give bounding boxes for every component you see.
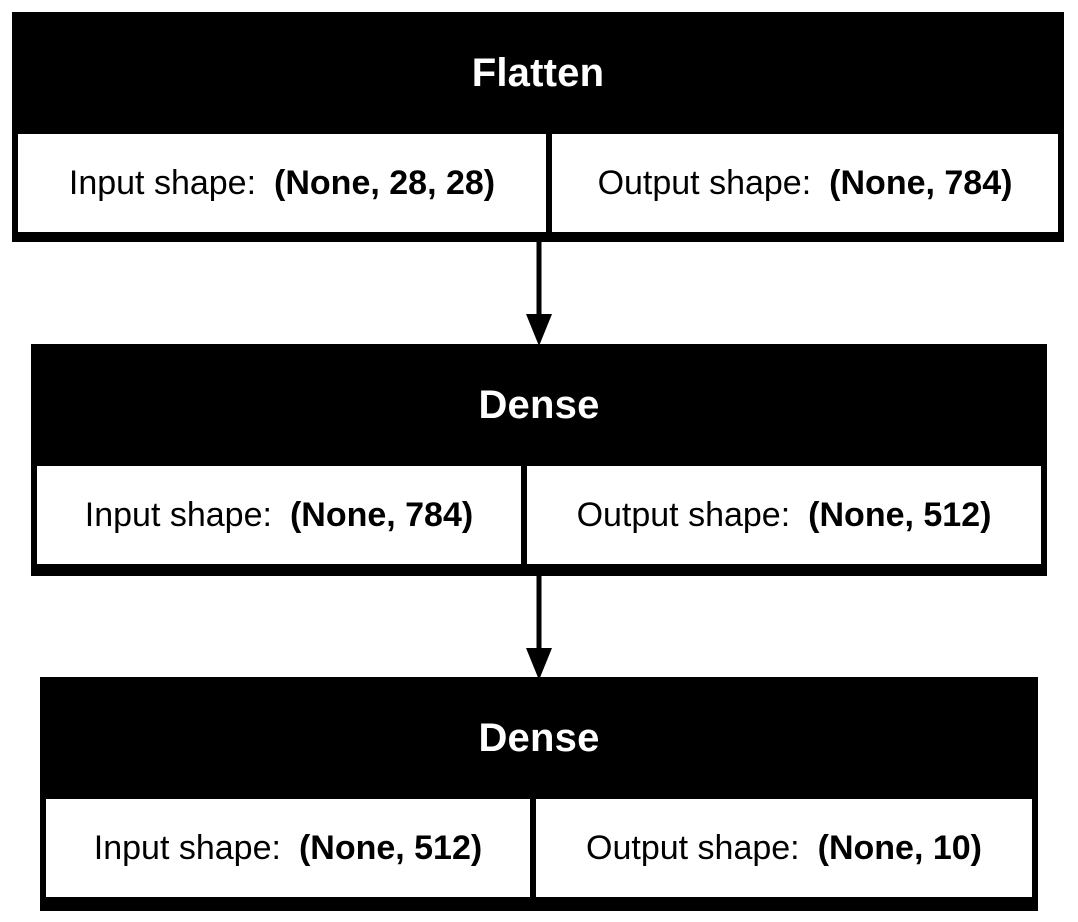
arrowhead-icon (526, 648, 552, 680)
connector-arrow (526, 574, 552, 680)
layer-title: Flatten (471, 50, 605, 95)
output-shape-value: (None, 512) (808, 495, 992, 534)
input-shape-label: Input shape: (84, 495, 272, 534)
layer-box-flatten: Flatten Input shape: (None, 28, 28) Outp… (12, 12, 1064, 242)
input-shape-cell: Input shape: (None, 512) (46, 799, 530, 897)
output-shape-label: Output shape: (597, 163, 812, 202)
input-shape-cell: Input shape: (None, 784) (37, 466, 521, 564)
output-shape-value: (None, 10) (817, 828, 982, 867)
input-shape-value: (None, 512) (298, 828, 483, 867)
layer-shapes-row: Input shape: (None, 784) Output shape: (… (37, 466, 1041, 564)
output-shape-value: (None, 784) (829, 163, 1013, 202)
layer-shapes-row: Input shape: (None, 512) Output shape: (… (46, 799, 1032, 897)
input-shape-label: Input shape: (68, 163, 257, 202)
output-shape-cell: Output shape: (None, 512) (527, 466, 1041, 564)
arrowhead-icon (526, 314, 552, 346)
layer-title: Dense (478, 715, 600, 760)
input-shape-value: (None, 28, 28) (274, 163, 496, 202)
layer-box-dense-2: Dense Input shape: (None, 512) Output sh… (40, 677, 1038, 911)
layer-shapes-row: Input shape: (None, 28, 28) Output shape… (18, 134, 1058, 232)
output-shape-cell: Output shape: (None, 10) (536, 799, 1032, 897)
input-shape-value: (None, 784) (289, 495, 474, 534)
output-shape-label: Output shape: (576, 495, 791, 534)
output-shape-label: Output shape: (586, 828, 800, 867)
input-shape-label: Input shape: (93, 828, 281, 867)
layer-box-dense-1: Dense Input shape: (None, 784) Output sh… (31, 344, 1047, 576)
layer-title: Dense (478, 382, 600, 427)
output-shape-cell: Output shape: (None, 784) (552, 134, 1058, 232)
input-shape-cell: Input shape: (None, 28, 28) (18, 134, 546, 232)
connector-arrow (526, 240, 552, 346)
